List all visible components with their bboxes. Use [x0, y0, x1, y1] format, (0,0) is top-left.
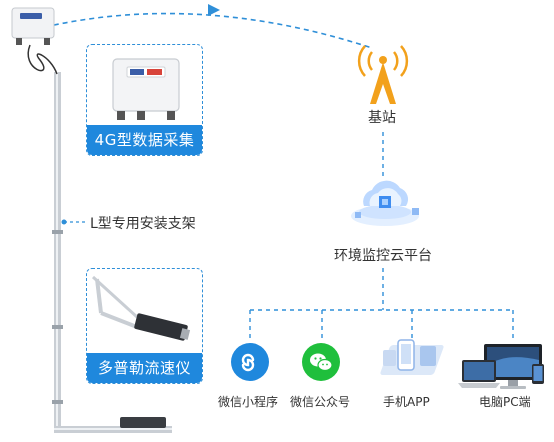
- mini-program-icon: [231, 343, 269, 381]
- phone-app-icon: [380, 339, 444, 375]
- pc-icon: [458, 344, 544, 389]
- client-label-mini-program: 微信小程序: [218, 395, 279, 409]
- bracket-label: L型专用安装支架: [90, 216, 196, 232]
- collector-device-image: [112, 58, 180, 120]
- doppler-card: 多普勒流速仪: [86, 268, 203, 384]
- doppler-device-image: [91, 275, 191, 341]
- collector-device-small: [11, 7, 55, 45]
- tower-icon: [357, 45, 409, 104]
- client-label-pc: 电脑PC端: [479, 395, 531, 409]
- client-label-app: 手机APP: [383, 395, 430, 409]
- client-label-wechat: 微信公众号: [290, 395, 351, 409]
- collector-card: 4G型数据采集器: [86, 44, 203, 156]
- collector-label: 4G型数据采集器: [87, 125, 202, 155]
- cloud-platform-icon: [351, 180, 419, 226]
- arrow-head-icon: [208, 4, 220, 16]
- platform-label: 环境监控云平台: [334, 248, 432, 264]
- base-station-label: 基站: [368, 110, 396, 126]
- wireless-link-line: [44, 12, 373, 49]
- l-bracket-pole: [52, 72, 172, 433]
- wechat-icon: [302, 343, 340, 381]
- doppler-label: 多普勒流速仪: [87, 353, 202, 383]
